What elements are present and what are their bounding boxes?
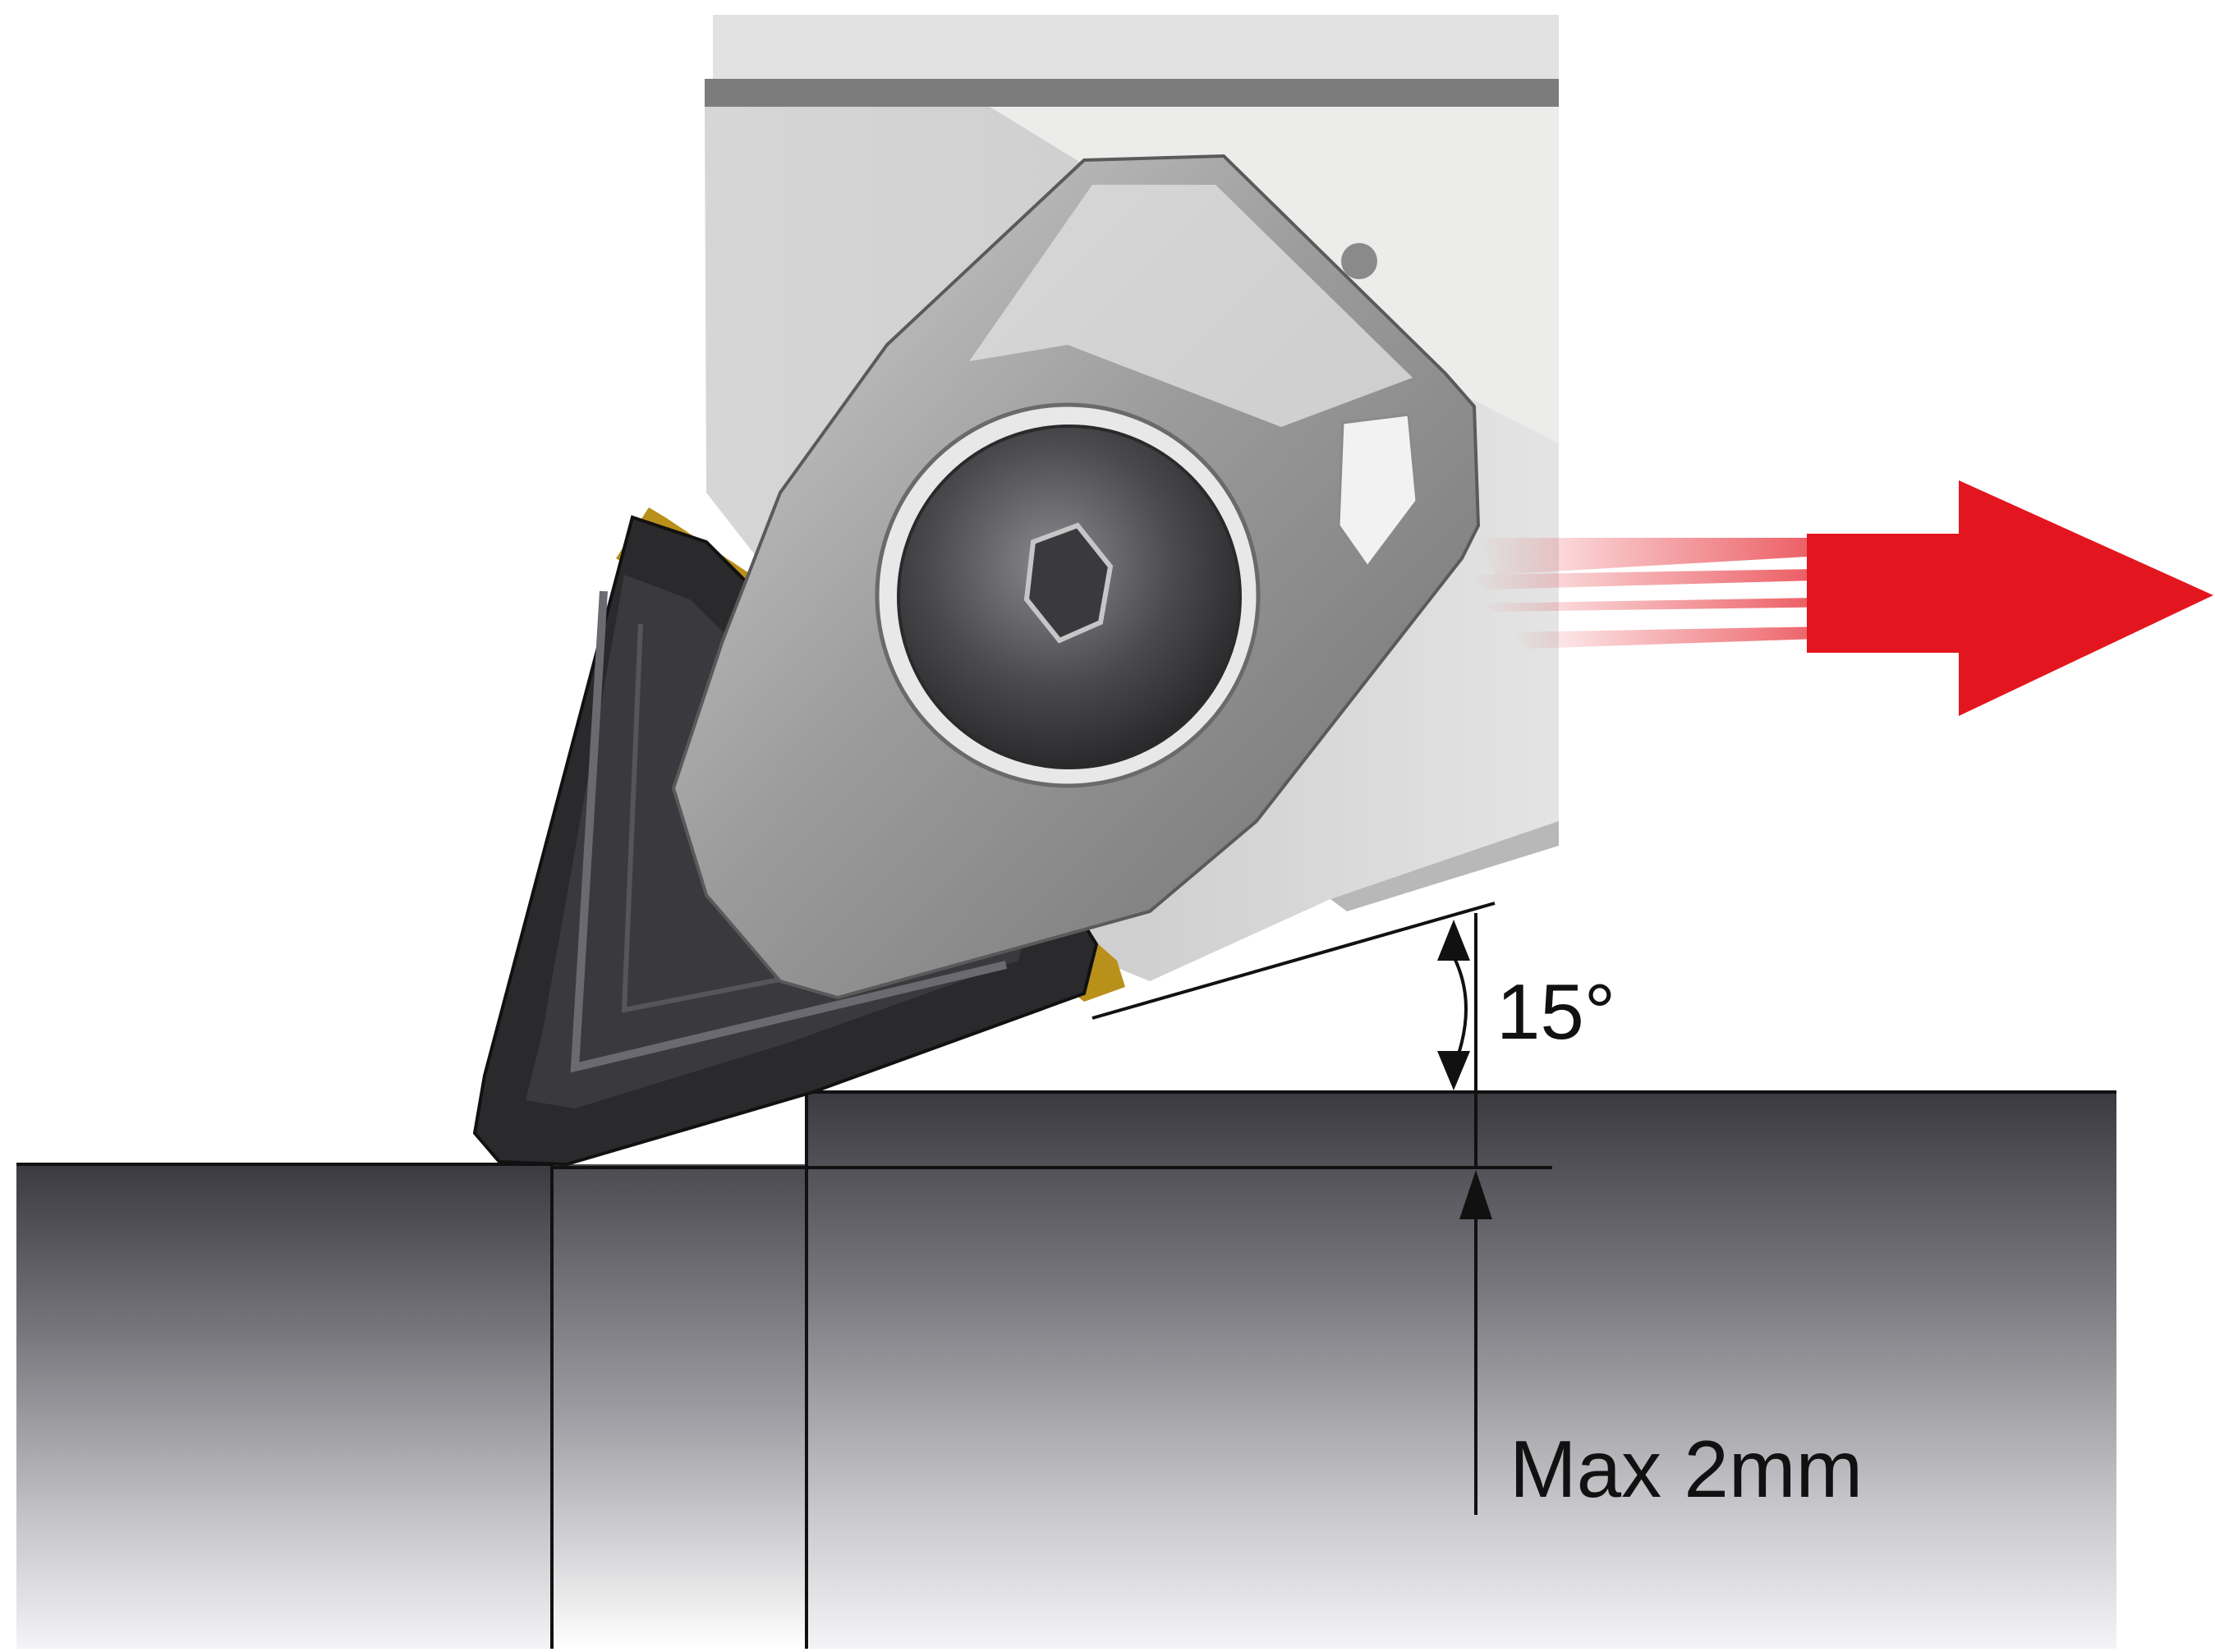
depth-dimension — [1459, 1092, 1492, 1515]
clamp-highlight — [969, 185, 1413, 427]
feed-arrow-shaft — [1807, 534, 1963, 653]
workpiece-groove — [552, 1164, 806, 1649]
angle-arrow-bottom — [1437, 1051, 1470, 1090]
max-depth-label: Max 2mm — [1510, 1424, 1863, 1514]
hex-socket — [1023, 522, 1114, 644]
depth-arrow — [1459, 1170, 1492, 1219]
angle-label: 15° — [1496, 968, 1616, 1056]
angle-arrow-top — [1437, 920, 1470, 961]
angle-arc — [1452, 956, 1468, 1068]
right-arrow-icon — [1470, 480, 2213, 716]
workpiece-machined — [806, 1092, 2116, 1649]
holder-side-shade — [1330, 821, 1559, 911]
clamp — [671, 154, 1481, 1000]
holder-shank-edge — [705, 79, 1559, 107]
insert-chipbreaker — [570, 590, 1008, 1073]
angle-dimension — [1091, 902, 1496, 1092]
workpiece — [16, 1090, 2116, 1649]
holder-shank-top — [713, 15, 1559, 79]
angle-reference-line — [1091, 902, 1496, 1020]
clamp-pin — [1341, 243, 1377, 279]
feed-arrow-head — [1959, 480, 2213, 716]
clamp-window — [1337, 413, 1418, 569]
workpiece-unmachined — [16, 1164, 552, 1649]
